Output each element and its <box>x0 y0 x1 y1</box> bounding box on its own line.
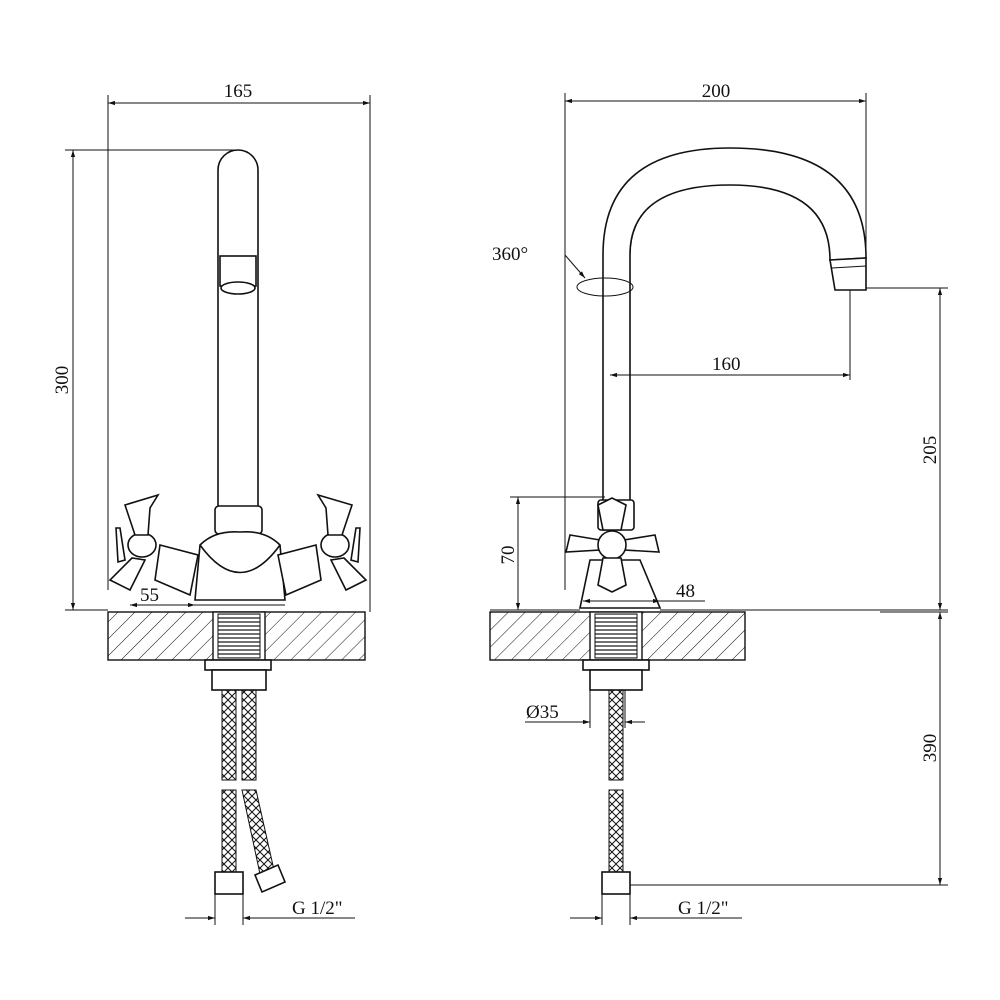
spout-tube <box>217 149 259 511</box>
left-cross-handle <box>108 493 199 597</box>
base-dimension-label: 55 <box>140 585 159 606</box>
side-cross-handle <box>564 497 661 593</box>
width-dimension-label: 165 <box>224 81 253 102</box>
side-base-label: 48 <box>676 581 695 602</box>
hose-fitting-left <box>214 871 244 895</box>
mounting-nut <box>211 669 267 691</box>
body-nut <box>214 505 263 535</box>
front-view: 165 300 55 <box>52 81 371 925</box>
thread-label-front: G 1/2" <box>292 898 343 919</box>
side-supply-hose <box>608 689 624 781</box>
hose-length-label: 390 <box>920 734 941 763</box>
diameter-label: Ø35 <box>526 702 559 723</box>
swivel-spout <box>602 147 867 506</box>
thread-label-side: G 1/2" <box>678 898 729 919</box>
right-cross-handle <box>277 493 368 597</box>
spout-reach-label: 160 <box>712 354 741 375</box>
side-view: 200 360° 160 205 70 <box>489 81 948 925</box>
side-hose-fitting <box>601 871 631 895</box>
supply-hoses <box>214 689 287 895</box>
rotation-arrow-icon <box>576 277 634 297</box>
total-reach-label: 200 <box>702 81 731 102</box>
hose-fitting-right <box>253 863 287 894</box>
height-dimension-label: 300 <box>52 366 73 395</box>
spout-aerator <box>829 257 867 291</box>
rotation-label: 360° <box>492 244 528 265</box>
spout-height-label: 205 <box>920 436 941 465</box>
handle-height-label: 70 <box>498 546 519 565</box>
